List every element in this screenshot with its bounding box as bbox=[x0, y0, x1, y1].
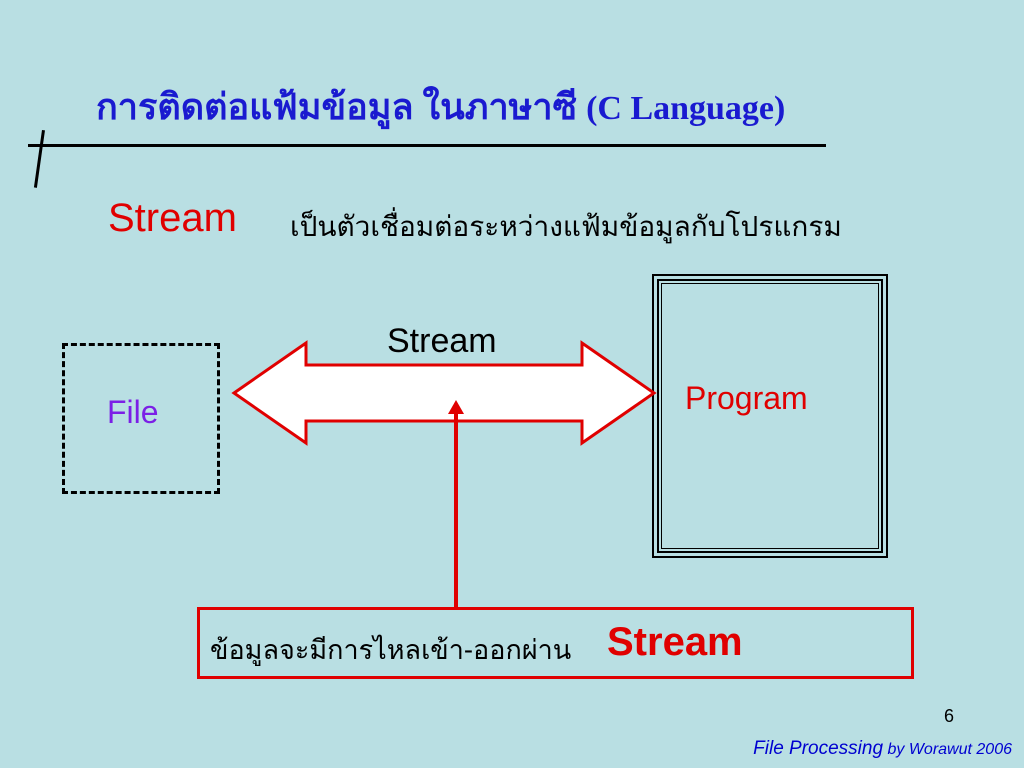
file-label: File bbox=[107, 394, 159, 430]
pointer-arrow-head bbox=[448, 400, 464, 414]
footer: File Processing by Worawut 2006 bbox=[753, 738, 1012, 760]
slide-title: การติดต่อแฟ้มข้อมูล ในภาษาซี (C Language… bbox=[96, 78, 896, 135]
footer-course: File Processing bbox=[753, 738, 884, 759]
program-label: Program bbox=[685, 380, 808, 416]
definition-term: Stream bbox=[108, 196, 237, 240]
note-text: ข้อมูลจะมีการไหลเข้า-ออกผ่าน bbox=[210, 635, 572, 666]
stream-arrow-label: Stream bbox=[387, 322, 497, 360]
note-box: ข้อมูลจะมีการไหลเข้า-ออกผ่าน Stream bbox=[197, 607, 914, 679]
title-thai: การติดต่อแฟ้มข้อมูล ในภาษาซี bbox=[96, 87, 578, 127]
file-box bbox=[62, 343, 220, 494]
footer-author: by Worawut 2006 bbox=[887, 741, 1012, 758]
title-underline bbox=[28, 144, 826, 147]
note-highlight: Stream bbox=[607, 620, 743, 664]
page-number: 6 bbox=[944, 706, 955, 726]
title-tick-mark bbox=[33, 130, 45, 188]
definition-description: เป็นตัวเชื่อมต่อระหว่างแฟ้มข้อมูลกับโปรแ… bbox=[290, 210, 842, 243]
title-latin: (C Language) bbox=[586, 90, 786, 127]
program-box-inner-border bbox=[661, 283, 879, 549]
